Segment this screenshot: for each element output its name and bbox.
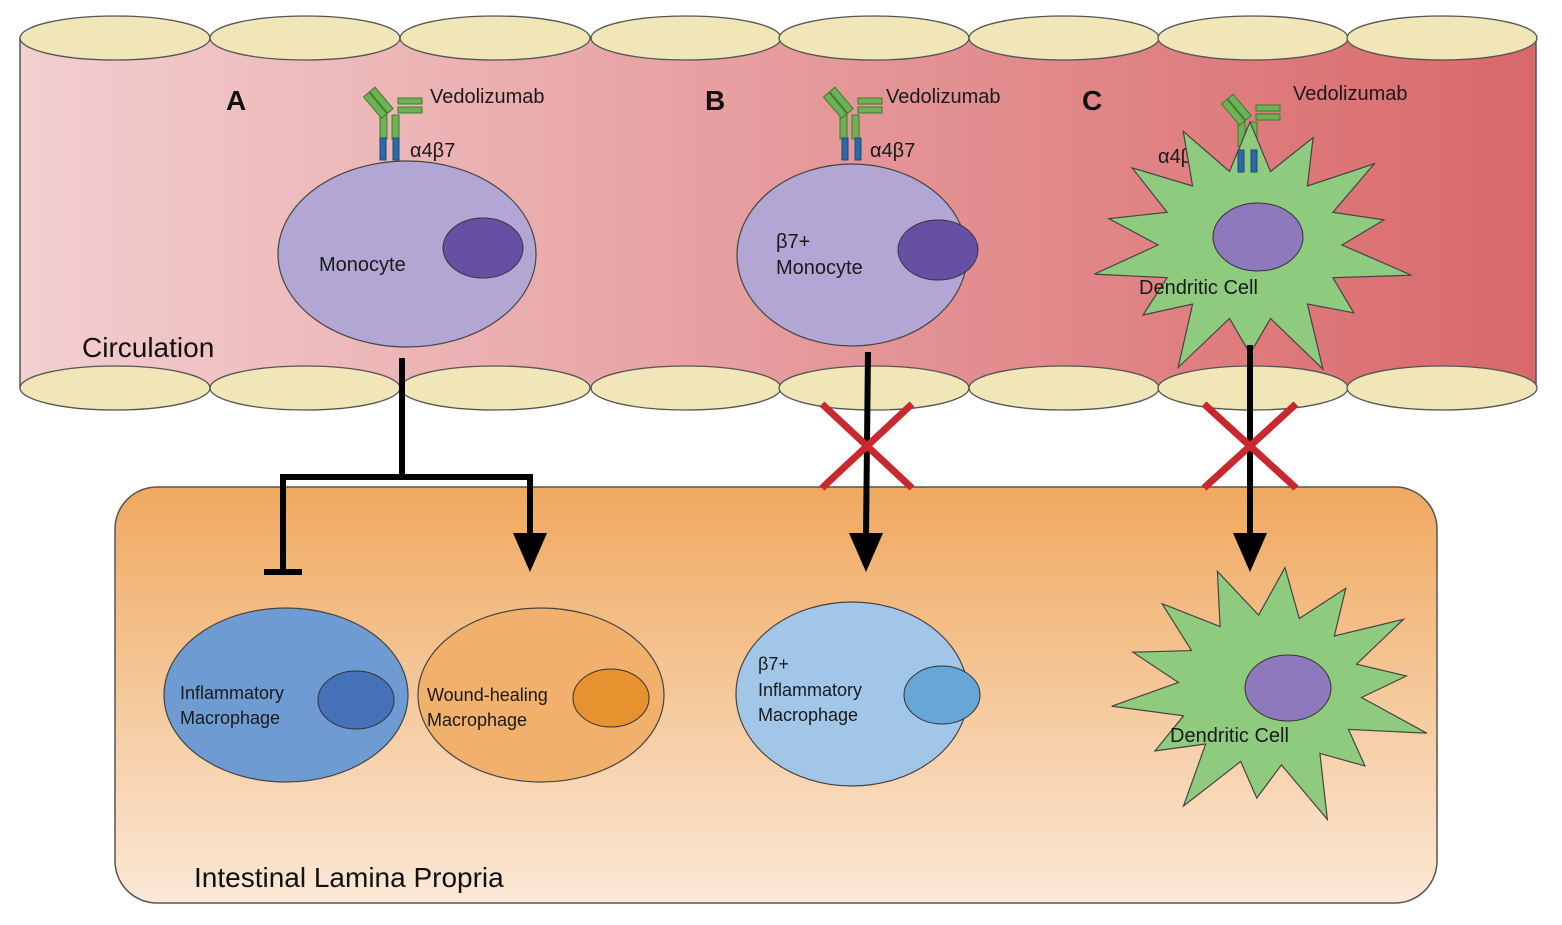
- endothelial-cell: [1346, 365, 1538, 411]
- b7-inflammatory-macrophage-cell: [735, 601, 981, 787]
- tissue-dendritic-nucleus: [1244, 654, 1332, 722]
- dendritic-cell-label: Dendritic Cell: [1139, 277, 1258, 299]
- endothelial-cell: [778, 15, 970, 61]
- endothelial-cell: [778, 365, 970, 411]
- b7-inflammatory-macrophage-nucleus: [903, 665, 981, 725]
- inflammatory-macrophage-nucleus: [317, 670, 395, 730]
- panel-a-integrin-label: α4β7: [410, 140, 455, 162]
- circulation-label: Circulation: [82, 332, 214, 363]
- integrin-icon: [841, 137, 862, 161]
- panel-a-drug-label: Vedolizumab: [430, 86, 545, 108]
- integrin-icon: [1237, 149, 1258, 173]
- endothelial-cell: [209, 15, 401, 61]
- wound-healing-macrophage-cell: [417, 607, 665, 783]
- wound-healing-macrophage-label-line2: Macrophage: [427, 710, 527, 730]
- block-x-icon: [1201, 401, 1299, 491]
- panel-c-letter: C: [1082, 85, 1102, 116]
- b7-inflammatory-macrophage-label-line3: Macrophage: [758, 705, 858, 725]
- endothelial-cell: [968, 365, 1160, 411]
- panel-a-pathway: [264, 358, 533, 575]
- wound-healing-macrophage-nucleus: [572, 668, 650, 728]
- tissue-dendritic-cell-label: Dendritic Cell: [1170, 725, 1289, 747]
- monocyte-cell: [277, 160, 537, 348]
- monocyte-label: Monocyte: [319, 254, 406, 276]
- arrow-head-icon: [849, 533, 883, 572]
- panel-c-drug-label: Vedolizumab: [1293, 83, 1408, 105]
- endothelial-cell: [1157, 15, 1349, 61]
- wound-healing-macrophage-label-line1: Wound-healing: [427, 685, 548, 705]
- tissue-dendritic-cell: [1111, 566, 1428, 822]
- panel-a-letter: A: [226, 85, 246, 116]
- panel-b-drug-label: Vedolizumab: [886, 86, 1001, 108]
- endothelial-cell: [209, 365, 401, 411]
- endothelial-cell: [19, 365, 211, 411]
- endothelial-cell: [19, 15, 211, 61]
- endothelial-cell: [968, 15, 1160, 61]
- b7-monocyte-nucleus: [897, 219, 979, 281]
- endothelial-cell: [1346, 15, 1538, 61]
- endothelial-cell: [399, 15, 591, 61]
- endothelial-cell: [590, 15, 782, 61]
- arrow-head-icon: [513, 533, 547, 572]
- antibody-icon: [362, 86, 423, 140]
- b7-inflammatory-macrophage-label-line2: Inflammatory: [758, 680, 862, 700]
- integrin-icon: [379, 137, 400, 161]
- inflammatory-macrophage-label-line2: Macrophage: [180, 708, 280, 728]
- endothelial-cell: [590, 365, 782, 411]
- dendritic-nucleus: [1212, 202, 1304, 272]
- arrow-head-icon: [1233, 533, 1267, 572]
- b7-monocyte-cell: [736, 163, 979, 347]
- panel-b-letter: B: [705, 85, 725, 116]
- b7-monocyte-label-line1: β7+: [776, 231, 810, 253]
- block-x-icon: [819, 401, 915, 491]
- endothelium-top: [19, 15, 1538, 61]
- b7-inflammatory-macrophage-label-line1: β7+: [758, 654, 789, 674]
- monocyte-nucleus: [442, 217, 524, 279]
- b7-monocyte-label-line2: Monocyte: [776, 257, 863, 279]
- lamina-propria-label: Intestinal Lamina Propria: [194, 862, 504, 893]
- inflammatory-macrophage-cell: [163, 607, 409, 783]
- panel-b-integrin-label: α4β7: [870, 140, 915, 162]
- endothelial-cell: [399, 365, 591, 411]
- panel-c-pathway: [1201, 345, 1299, 572]
- inflammatory-macrophage-label-line1: Inflammatory: [180, 683, 284, 703]
- panel-b-pathway: [819, 351, 915, 572]
